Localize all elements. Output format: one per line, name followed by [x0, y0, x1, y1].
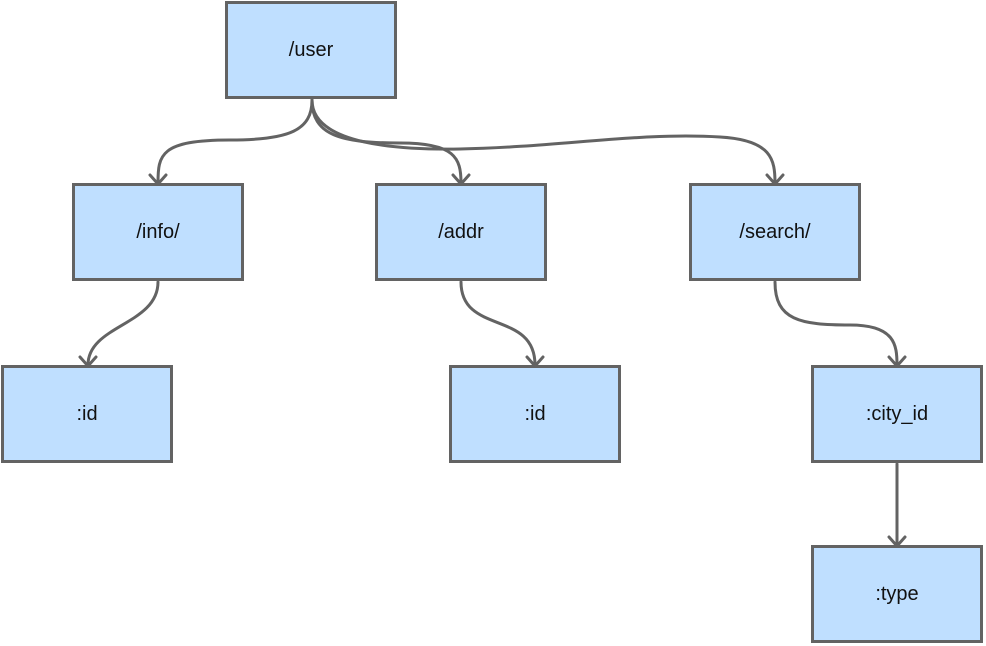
edge-addr-id	[459, 280, 537, 367]
edge-search-city	[773, 280, 899, 367]
node-type: :type	[811, 545, 983, 643]
node-user: /user	[225, 1, 397, 99]
node-info-id: :id	[1, 365, 173, 463]
node-info: /info/	[72, 183, 244, 281]
node-label: /addr	[438, 220, 484, 243]
edge-user-search	[310, 98, 777, 185]
node-label: :id	[524, 402, 546, 425]
node-label: /user	[288, 38, 334, 61]
node-addr: /addr	[375, 183, 547, 281]
edge-user-addr	[310, 98, 463, 185]
edge-user-info	[156, 98, 314, 185]
node-city-id: :city_id	[811, 365, 983, 463]
edge-info-id	[86, 280, 160, 367]
node-addr-id: :id	[449, 365, 621, 463]
node-label: :type	[875, 582, 919, 605]
node-label: :city_id	[865, 402, 929, 425]
node-label: /search/	[739, 220, 811, 243]
node-label: /info/	[136, 220, 180, 243]
node-label: :id	[76, 402, 98, 425]
node-search: /search/	[689, 183, 861, 281]
